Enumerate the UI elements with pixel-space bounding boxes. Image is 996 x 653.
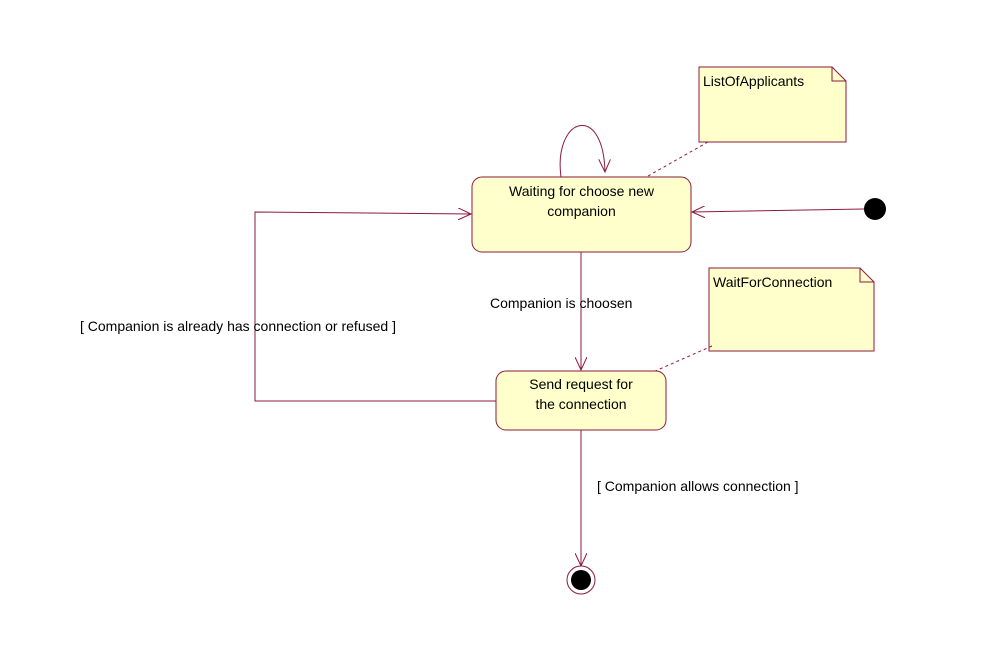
note-wait-for-connection[interactable]: WaitForConnection (708, 267, 875, 352)
note-list-of-applicants-label: ListOfApplicants (703, 73, 804, 89)
note-list-of-applicants-shape (698, 66, 847, 143)
transition-companion-chosen-label: Companion is choosen (490, 295, 632, 311)
transition-allows-connection-label: [ Companion allows connection ] (597, 478, 799, 494)
note-wait-for-connection-label: WaitForConnection (713, 274, 832, 290)
initial-transition[interactable] (692, 209, 865, 212)
state-waiting-for-companion[interactable]: Waiting for choose new companion (471, 176, 692, 253)
note-fold (859, 268, 874, 283)
final-state (566, 565, 596, 595)
initial-state (864, 198, 886, 220)
note-anchor-list-of-applicants (647, 141, 709, 177)
final-state-dot (571, 570, 591, 590)
note-list-of-applicants[interactable]: ListOfApplicants (698, 66, 847, 143)
state-waiting-label-line2: companion (547, 203, 616, 219)
state-send-request-label-line1: Send request for (529, 376, 633, 392)
state-send-request[interactable]: Send request for the connection (495, 370, 667, 431)
transition-refused[interactable] (254, 212, 496, 402)
self-loop-transition[interactable] (559, 125, 605, 178)
state-waiting-label-line1: Waiting for choose new (509, 183, 655, 199)
note-anchor-wait-for-connection (652, 345, 713, 373)
note-fold (831, 67, 846, 82)
state-send-request-label-line2: the connection (535, 396, 626, 412)
transition-refused-label: [ Companion is already has connection or… (80, 318, 396, 334)
note-wait-for-connection-shape (708, 267, 875, 352)
